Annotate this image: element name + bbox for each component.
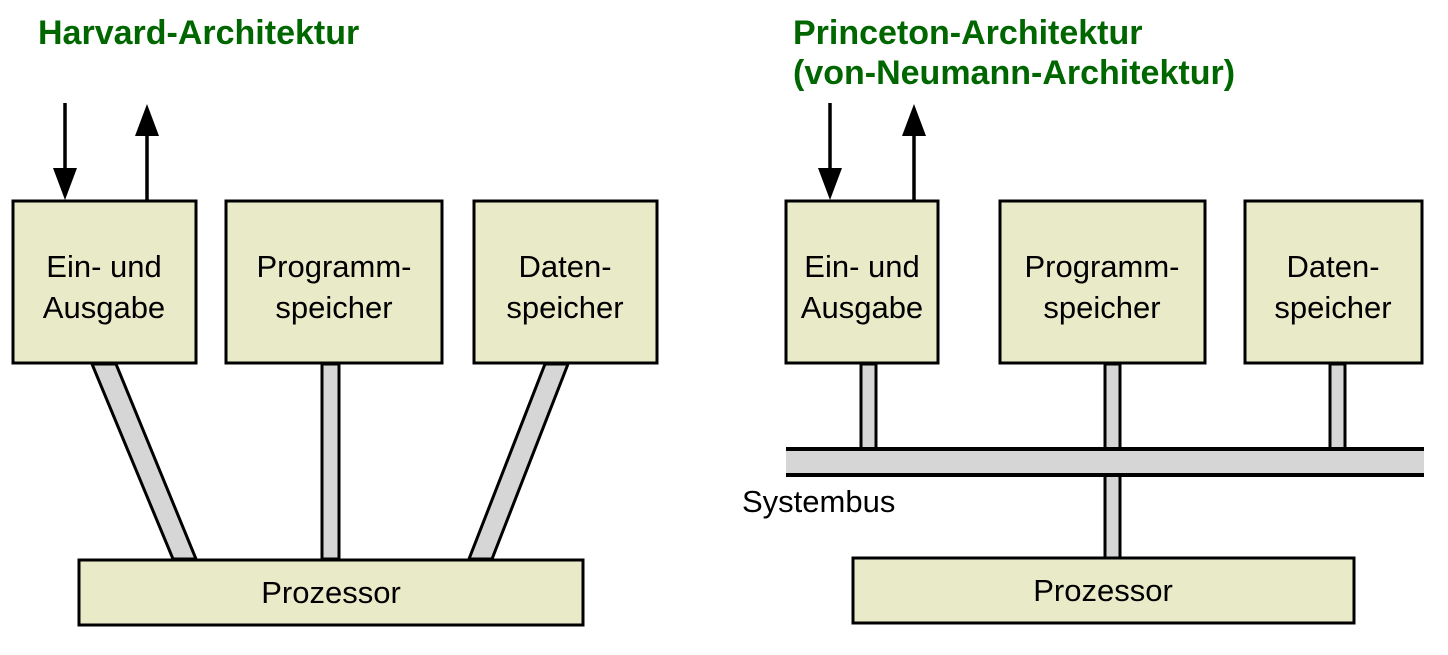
left-program-bus: [320, 362, 341, 561]
left-box-programmspeicher: Programm- speicher: [224, 199, 444, 365]
left-input-arrow-icon: [53, 103, 77, 200]
right-data-bus: [1328, 362, 1347, 454]
left-processor-label: Prozessor: [261, 575, 401, 610]
right-box-3-line1: Daten-: [1286, 249, 1379, 284]
left-box-ein-und-ausgabe: Ein- und Ausgabe: [11, 199, 198, 365]
right-input-arrow-icon: [818, 103, 842, 200]
right-processor-bus: [1103, 470, 1122, 562]
left-box-2-line1: Programm-: [256, 249, 411, 284]
right-box-3-line2: speicher: [1274, 290, 1391, 325]
right-box-2-line2: speicher: [1043, 290, 1160, 325]
right-systembus-label: Systembus: [742, 484, 895, 519]
right-box-datenspeicher: Daten- speicher: [1243, 199, 1424, 365]
left-io-bus: [89, 362, 199, 561]
right-box-1-line1: Ein- und: [804, 249, 919, 284]
right-diagram-subtitle: (von-Neumann-Architektur): [793, 54, 1235, 92]
left-diagram-title: Harvard-Architektur: [38, 14, 359, 52]
right-systembus-bar: [786, 447, 1424, 477]
right-box-ein-und-ausgabe: Ein- und Ausgabe: [784, 199, 940, 365]
right-diagram: Princeton-Architektur (von-Neumann-Archi…: [742, 14, 1424, 625]
left-box-3-line1: Daten-: [518, 249, 611, 284]
right-diagram-title: Princeton-Architektur: [793, 14, 1143, 52]
left-box-prozessor: Prozessor: [77, 558, 585, 627]
left-output-arrow-icon: [135, 104, 159, 200]
left-box-1-line1: Ein- und: [46, 249, 161, 284]
right-processor-label: Prozessor: [1033, 573, 1173, 608]
left-diagram: Harvard-Architektur Ein- und Ausgab: [11, 14, 659, 627]
right-program-bus: [1103, 362, 1122, 454]
left-box-datenspeicher: Daten- speicher: [472, 199, 659, 365]
left-data-bus: [466, 362, 571, 561]
right-box-prozessor: Prozessor: [851, 556, 1356, 625]
left-box-3-line2: speicher: [506, 290, 623, 325]
left-box-1-line2: Ausgabe: [43, 290, 165, 325]
left-box-2-line2: speicher: [275, 290, 392, 325]
right-output-arrow-icon: [902, 104, 926, 200]
right-io-bus: [859, 362, 878, 454]
right-box-2-line1: Programm-: [1024, 249, 1179, 284]
right-box-1-line2: Ausgabe: [801, 290, 923, 325]
right-box-programmspeicher: Programm- speicher: [998, 199, 1207, 365]
